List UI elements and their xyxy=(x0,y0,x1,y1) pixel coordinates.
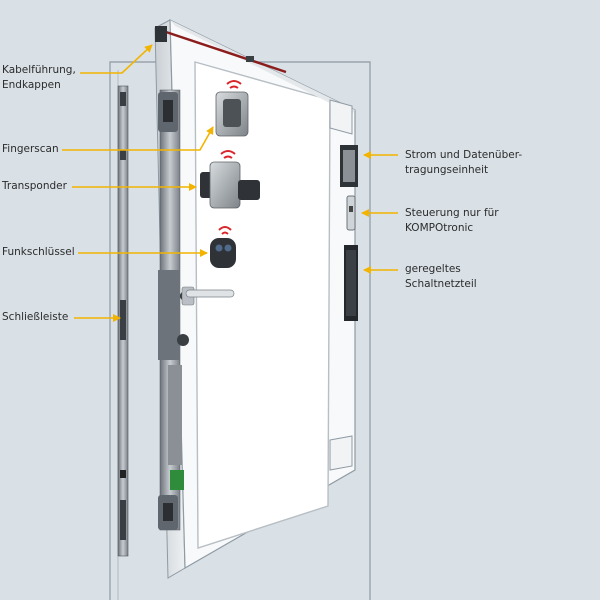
label-fingerscan: Fingerscan xyxy=(2,143,59,155)
label-netzteil-line2: Schaltnetzteil xyxy=(405,278,477,290)
arrow-fingerscan xyxy=(62,126,214,151)
label-steuerung-line1: Steuerung nur für xyxy=(405,207,499,219)
label-netzteil-line1: geregeltes xyxy=(405,263,461,275)
label-cable-line2: Endkappen xyxy=(2,79,61,91)
label-strom: Strom und Datenüber- tragungseinheit xyxy=(405,148,522,178)
label-strom-line2: tragungseinheit xyxy=(405,164,489,176)
label-cable: Kabelführung, Endkappen xyxy=(2,63,76,93)
arrow-cable xyxy=(80,44,153,74)
control-unit xyxy=(346,195,356,231)
label-funkschluessel: Funkschlüssel xyxy=(2,246,75,258)
label-netzteil: geregeltes Schaltnetzteil xyxy=(405,262,477,292)
label-cable-line1: Kabelführung, xyxy=(2,64,76,76)
label-transponder: Transponder xyxy=(2,180,67,192)
label-strom-line1: Strom und Datenüber- xyxy=(405,149,523,161)
fingerscan-device xyxy=(215,80,249,137)
label-steuerung: Steuerung nur für KOMPOtronic xyxy=(405,206,499,236)
strike-plate xyxy=(117,85,129,557)
door-handle xyxy=(181,286,235,306)
transponder-device xyxy=(200,150,260,209)
power-supply-unit xyxy=(344,245,358,321)
hinges xyxy=(329,99,353,471)
remote-key-device xyxy=(210,226,236,268)
label-steuerung-line2: KOMPOtronic xyxy=(405,222,474,234)
power-transfer-unit xyxy=(340,145,358,187)
label-schliessleiste: Schließleiste xyxy=(2,311,69,323)
callout-arrows xyxy=(62,44,398,322)
